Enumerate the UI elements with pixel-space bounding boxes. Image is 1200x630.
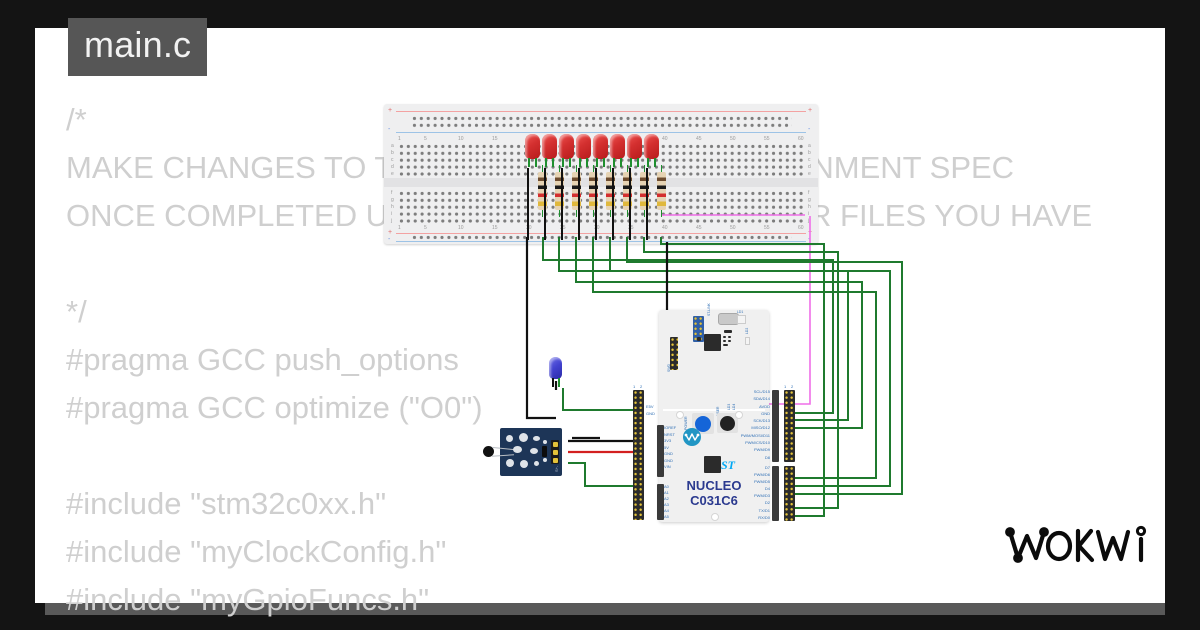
code-line: ONCE COMPLETED UPLOAD THIS AND ANY OTHER… bbox=[66, 198, 1093, 233]
file-tab-main-c[interactable]: main.c bbox=[68, 18, 208, 76]
code-line: MAKE CHANGES TO THIS FILE AS PER THE ASS… bbox=[66, 150, 1015, 185]
wokwi-wordmark-icon bbox=[1005, 525, 1147, 563]
code-line: #include "stm32c0xx.h" bbox=[66, 486, 387, 521]
code-line: #pragma GCC optimize ("O0") bbox=[66, 390, 483, 425]
code-line: #include "myGpioFuncs.h" bbox=[66, 582, 430, 617]
wokwi-logo bbox=[1005, 522, 1155, 575]
code-line: #pragma GCC push_options bbox=[66, 342, 459, 377]
code-line-blank bbox=[66, 432, 1186, 480]
code-line-blank bbox=[66, 240, 1186, 288]
code-line: /* bbox=[66, 102, 87, 137]
code-line: */ bbox=[66, 294, 87, 329]
code-line: #include "myClockConfig.h" bbox=[66, 534, 447, 569]
